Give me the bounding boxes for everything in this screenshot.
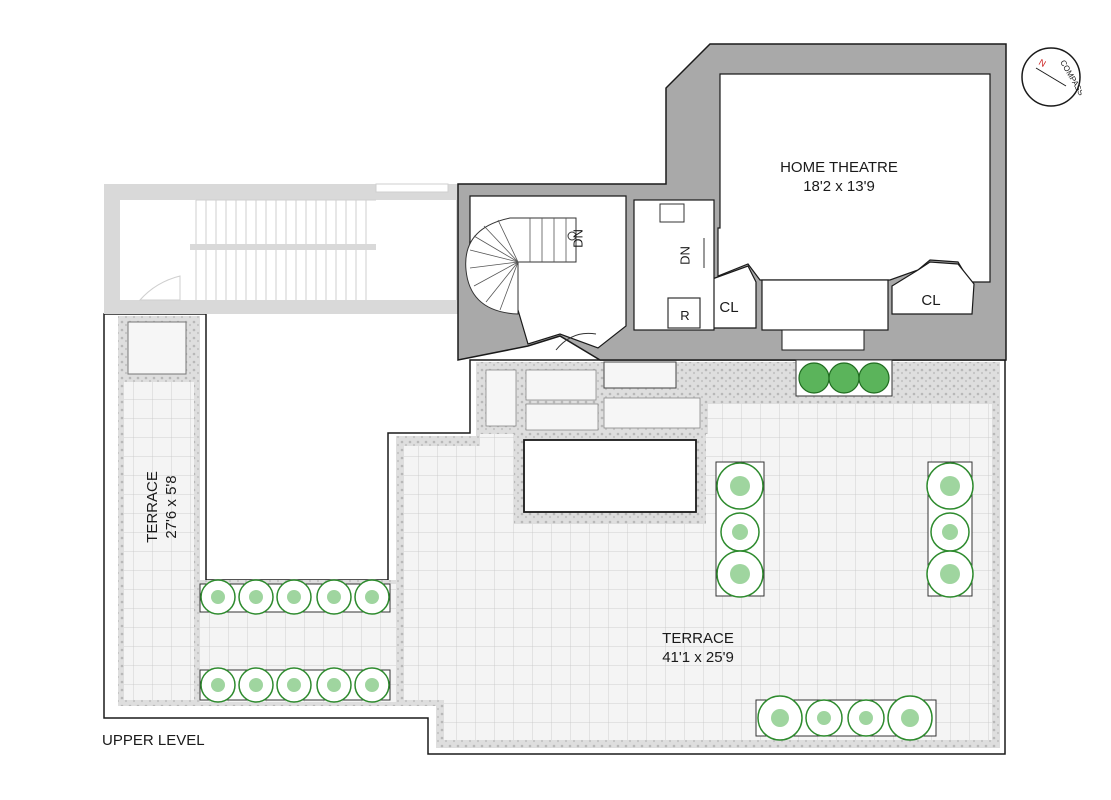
terrace-pool [523,439,697,513]
planter-bridge-bottom [199,667,391,703]
terrace-left-tiles [124,382,194,700]
sink [659,203,685,223]
planter-bridge-top [199,579,391,615]
home-theatre-size: 18'2 x 13'9 [803,178,875,195]
planter-right [926,461,974,598]
terrace-paver-3 [525,403,599,431]
closet-left-label: CL [719,299,739,316]
terrace-left-size: 27'6 x 5'8 [163,475,180,539]
stairwell-door [138,275,181,301]
terrace-paver-2 [525,369,597,401]
planter-bottom [755,695,937,741]
terrace-main-name: TERRACE [662,630,734,647]
home-theatre-room [717,73,991,283]
stair-door [555,332,597,351]
compass-icon: N COMPASS [1021,47,1082,107]
compass-north: N [1037,57,1048,69]
stair-down-text: DN [570,229,586,248]
terrace-step [603,361,677,389]
home-theatre-door [781,329,865,351]
spiral-stair [465,217,577,315]
closet-right [891,261,975,315]
stairwell-landing [190,244,376,250]
terrace-main-label: TERRACE 41'1 x 25'9 [628,629,768,667]
terrace-left-name: TERRACE [144,471,161,543]
refrigerator-label: R [680,308,690,323]
stairwell-window [375,183,449,193]
terrace-left-skylight [127,321,187,375]
spiral-stair-treads [469,218,567,311]
refrigerator [667,297,701,329]
terrace-main-size: 41'1 x 25'9 [662,649,734,666]
home-theatre-name: HOME THEATRE [780,159,898,176]
home-theatre-alcove [761,279,889,331]
stair-post [567,231,577,241]
planter-top [795,359,893,397]
planter-center [715,461,765,598]
closet-right-label: CL [921,292,941,309]
terrace-paver-4 [603,397,701,429]
terrace-paver-1 [485,369,517,427]
hall-down-text: DN [677,246,693,265]
home-theatre-label: HOME THEATRE 18'2 x 13'9 [765,158,913,196]
level-label: UPPER LEVEL [102,732,205,749]
